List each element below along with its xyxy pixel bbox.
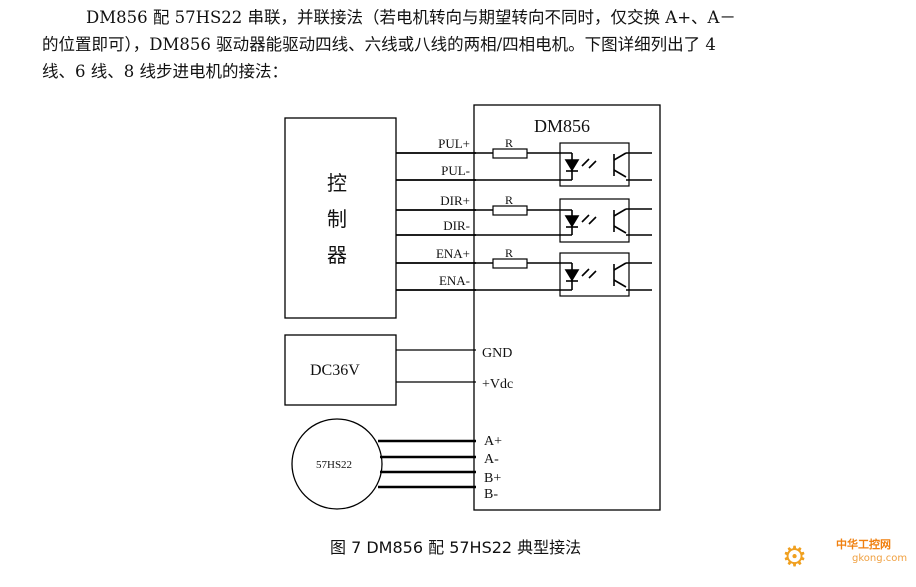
watermark-gear-icon: ⚙ — [782, 540, 808, 573]
controller-char-3: 器 — [327, 243, 347, 267]
motor-lines — [378, 439, 476, 489]
intro-line-2: 的位置即可），DM856 驱动器能驱动四线、六线或八线的两相/四相电机。下图详细… — [42, 35, 716, 54]
terminal-a-minus: A- — [484, 452, 499, 467]
intro-line-1: DM856 配 57HS22 串联，并联接法（若电机转向与期望转向不同时，仅交换… — [86, 8, 736, 27]
power-label: DC36V — [310, 362, 360, 379]
signal-lines — [396, 152, 476, 291]
resistor-label-dir: R — [505, 193, 513, 207]
resistor-label-ena: R — [505, 246, 513, 260]
terminal-b-plus: B+ — [484, 471, 501, 486]
driver-title: DM856 — [534, 116, 590, 136]
label-dir-minus: DIR- — [443, 218, 470, 233]
resistor-label-pul: R — [505, 136, 513, 150]
power-lines — [396, 349, 476, 383]
controller-char-2: 制 — [327, 207, 347, 231]
power-supply-box — [284, 334, 397, 406]
motor-label: 57HS22 — [316, 459, 352, 471]
optocoupler-dir — [474, 198, 652, 243]
controller-box — [284, 117, 397, 319]
terminal-gnd: GND — [482, 346, 512, 361]
label-ena-minus: ENA- — [439, 273, 470, 288]
figure-caption: 图 7 DM856 配 57HS22 典型接法 — [330, 538, 582, 557]
intro-line-3: 线、6 线、8 线步进电机的接法： — [42, 62, 288, 81]
controller-char-1: 控 — [327, 171, 347, 195]
intro-paragraph: DM856 配 57HS22 串联，并联接法（若电机转向与期望转向不同时，仅交换… — [42, 4, 872, 85]
terminal-a-plus: A+ — [484, 434, 502, 449]
watermark-logo-text: 中华工控网 — [836, 538, 891, 551]
terminal-vdc: +Vdc — [482, 377, 513, 392]
optocoupler-ena — [474, 252, 652, 297]
label-pul-minus: PUL- — [441, 163, 470, 178]
driver-box — [473, 104, 661, 511]
label-ena-plus: ENA+ — [436, 246, 470, 261]
watermark-url: gkong.com — [852, 553, 908, 564]
terminal-b-minus: B- — [484, 487, 498, 502]
label-pul-plus: PUL+ — [438, 136, 470, 151]
optocoupler-pul — [474, 142, 652, 187]
label-dir-plus: DIR+ — [440, 193, 470, 208]
motor-circle — [291, 418, 383, 510]
